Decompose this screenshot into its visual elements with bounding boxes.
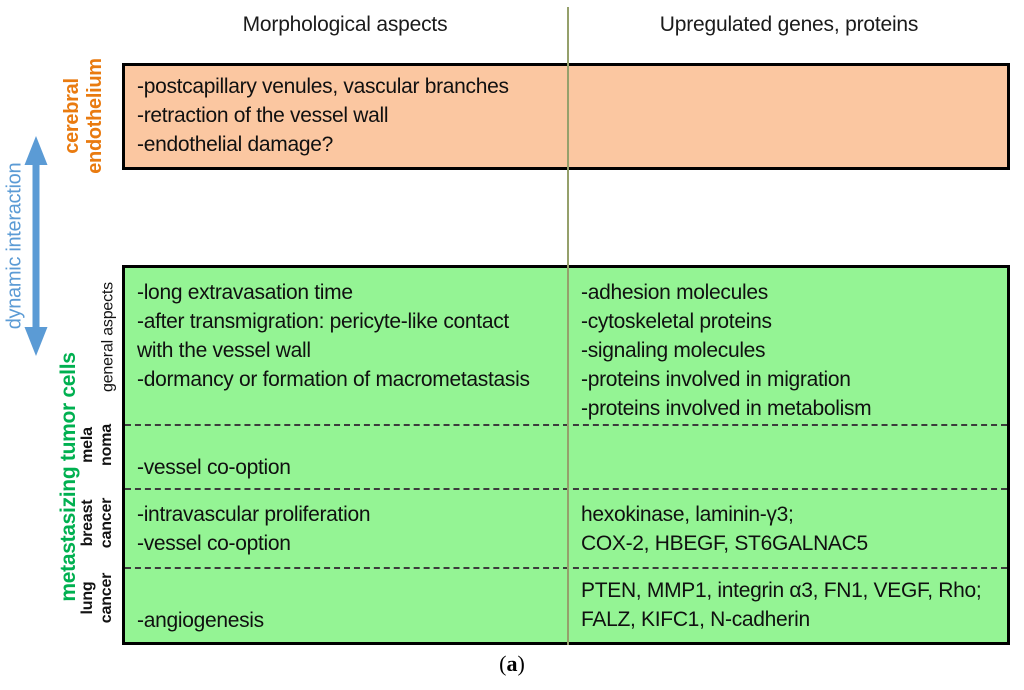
label-line: endothelium [84, 58, 106, 174]
text-line: -endothelial damage? [137, 133, 333, 156]
metastasizing-tumor-cells-label: metastasizing tumor cells [57, 352, 80, 602]
breast-cancer-morphology-cell: -intravascular proliferation -vessel co-… [125, 489, 567, 568]
label-line: general aspects [99, 282, 117, 392]
melanoma-genes-cell [569, 425, 1007, 489]
row-label-lung-cancer: lung cancer [78, 573, 116, 623]
column-header-morphology: Morphological aspects [242, 13, 448, 36]
endothelium-morphology-cell: -postcapillary venules, vascular branche… [125, 66, 1007, 159]
row-label-melanoma: mela noma [78, 424, 116, 466]
dynamic-interaction-label: dynamic interaction [3, 162, 26, 330]
label-line: lung [79, 581, 96, 615]
caption-letter: a [506, 651, 518, 676]
text-line: PTEN, MMP1, integrin α3, FN1, VEGF, Rho; [581, 579, 982, 602]
text-line: FALZ, KIFC1, N-cadherin [581, 608, 810, 631]
dynamic-interaction-arrow-icon [24, 136, 48, 356]
text-line: -angiogenesis [137, 609, 264, 632]
text-line: -adhesion molecules [581, 281, 768, 304]
column-header-genes: Upregulated genes, proteins [659, 13, 919, 36]
row-melanoma: -vessel co-option [125, 425, 1007, 489]
row-label-general-aspects: general aspects [99, 282, 118, 392]
text-line: hexokinase, laminin-γ3; [581, 502, 794, 526]
melanoma-morphology-cell: -vessel co-option [125, 425, 567, 489]
row-general-aspects: -long extravasation time -after transmig… [125, 268, 1007, 425]
column-divider-line [567, 7, 569, 645]
label-line: noma [98, 424, 115, 466]
text-line: -proteins involved in migration [581, 368, 851, 391]
metastasizing-tumor-cells-box: -long extravasation time -after transmig… [122, 265, 1010, 645]
label-line: cancer [98, 572, 115, 624]
row-breast-cancer: -intravascular proliferation -vessel co-… [125, 489, 1007, 568]
caption-paren: ( [499, 651, 507, 676]
cerebral-endothelium-label: cerebral endothelium [61, 58, 107, 174]
label-line: cerebral [61, 78, 83, 154]
label-line: breast [79, 499, 96, 547]
row-separator [125, 424, 1007, 426]
lung-cancer-genes-cell: PTEN, MMP1, integrin α3, FN1, VEGF, Rho;… [569, 568, 1007, 642]
text-line: -vessel co-option [137, 456, 291, 479]
text-line: -cytoskeletal proteins [581, 310, 772, 333]
label-line: mela [79, 427, 96, 463]
lung-cancer-morphology-cell: -angiogenesis [125, 568, 567, 642]
row-separator [125, 488, 1007, 490]
text-line: -postcapillary venules, vascular branche… [137, 75, 509, 98]
breast-cancer-genes-cell: hexokinase, laminin-γ3; COX-2, HBEGF, ST… [569, 489, 1007, 568]
caption-paren: ) [517, 651, 525, 676]
text-line: -dormancy or formation of macrometastasi… [137, 368, 530, 391]
figure-caption: (a) [0, 651, 1024, 677]
general-aspects-morphology-cell: -long extravasation time -after transmig… [125, 268, 567, 425]
text-line: -after transmigration: pericyte-like con… [137, 310, 509, 333]
row-separator [125, 567, 1007, 569]
row-label-breast-cancer: breast cancer [78, 498, 116, 548]
text-line: -signaling molecules [581, 339, 766, 362]
text-line: -retraction of the vessel wall [137, 104, 389, 127]
text-line: -intravascular proliferation [137, 502, 371, 526]
label-line: cancer [98, 497, 115, 549]
text-line: -long extravasation time [137, 281, 353, 304]
row-lung-cancer: -angiogenesis PTEN, MMP1, integrin α3, F… [125, 568, 1007, 642]
general-aspects-genes-cell: -adhesion molecules -cytoskeletal protei… [569, 268, 1007, 425]
text-line: -vessel co-option [137, 531, 291, 555]
text-line: COX-2, HBEGF, ST6GALNAC5 [581, 531, 868, 555]
text-line: with the vessel wall [137, 339, 311, 362]
cerebral-endothelium-box: -postcapillary venules, vascular branche… [122, 63, 1010, 170]
text-line: -proteins involved in metabolism [581, 397, 872, 420]
